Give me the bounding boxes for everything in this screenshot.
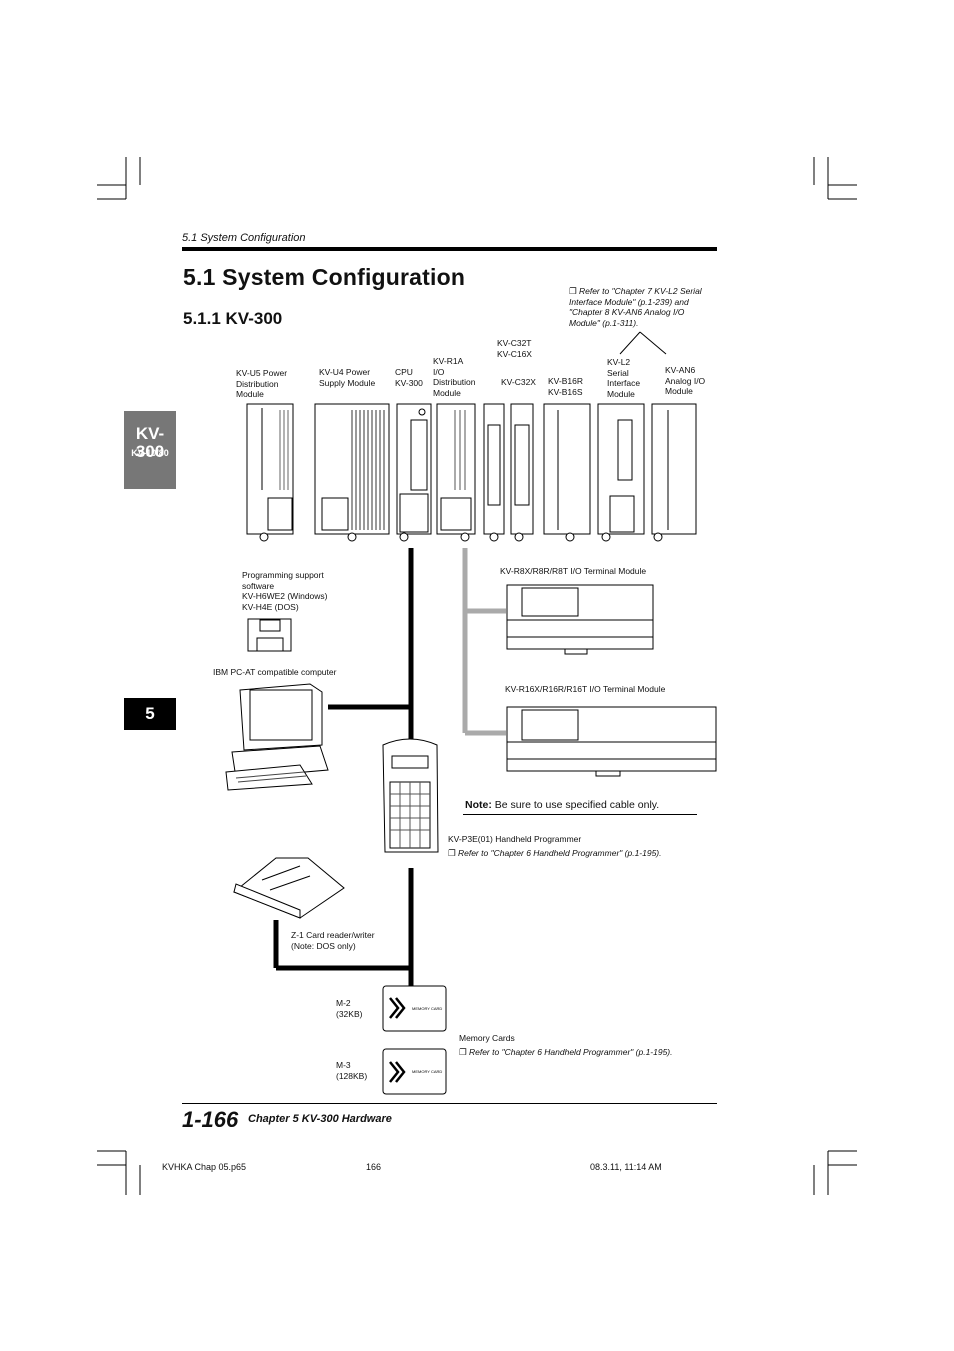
module-row [246,403,697,542]
card-reader-label: Z-1 Card reader/writer (Note: DOS only) [291,930,375,951]
module-label-kv-b16r: KV-B16R KV-B16S [548,376,583,397]
software-label: Programming support software KV-H6WE2 (W… [242,570,328,612]
module-kv-u4 [314,403,390,542]
footer-chapter: Chapter 5 KV-300 Hardware [248,1113,392,1125]
card-reader-icon [233,857,345,919]
module-kv-b16r [543,403,591,542]
footer-page: 166 [366,1162,382,1172]
module-cpu [396,403,432,542]
reference-note: ❐ Refer to "Chapter 7 KV-L2 Serial Inter… [569,286,702,328]
page-number: 1-166 [182,1107,239,1132]
module-label-kv-c32t: KV-C32T KV-C16X [497,338,532,359]
chapter-tab: 5 [124,698,176,730]
module-label-kv-l2: KV-L2 Serial Interface Module [607,357,641,399]
module-kv-c32x [510,403,534,542]
footer-rule [182,1103,717,1104]
module-label-cpu: CPU KV-300 [395,367,423,388]
side-tab-sub: KV-10/80 [131,448,169,458]
computer-icon [225,683,329,791]
black-cable [273,548,414,990]
cable-note: Note: Be sure to use specified cable onl… [465,799,659,811]
memory-cards [382,985,447,1095]
handheld-programmer-icon [382,738,439,853]
footer-file: KVHKA Chap 05.p65 [162,1162,247,1172]
memory-card-m3 [382,1048,447,1095]
module-kv-c32t [483,403,505,542]
section-title: 5.1 System Configuration [183,264,466,290]
handheld-label: KV-P3E(01) Handheld Programmer [448,834,582,844]
terminal-module-16 [506,706,717,777]
memory-cards-reference: ❐ Refer to "Chapter 6 Handheld Programme… [459,1047,673,1057]
note-rule [463,814,697,815]
handheld-reference: ❐ Refer to "Chapter 6 Handheld Programme… [448,848,662,858]
crop-marks [97,157,857,1195]
module-label-kv-u5: KV-U5 Power Distribution Module [236,368,288,399]
card-text-m2: MEMORY CARD [412,1006,442,1011]
note-text: Be sure to use specified cable only. [491,799,660,811]
computer-label: IBM PC-AT compatible computer [213,667,337,677]
note-prefix: Note: [465,799,492,811]
terminal-module-8 [506,584,654,655]
gray-cable [462,548,506,736]
footer-timestamp: 08.3.11, 11:14 AM [590,1162,662,1172]
terminal-16-label: KV-R16X/R16R/R16T I/O Terminal Module [505,684,666,694]
subsection-title: 5.1.1 KV-300 [183,309,283,328]
module-kv-r1a [436,403,476,542]
card-text-m3: MEMORY CARD [412,1069,442,1074]
floppy-disk-icon [247,618,292,652]
module-kv-u5 [246,403,294,542]
module-label-kv-c32x: KV-C32X [501,377,536,387]
module-kv-an6 [651,403,697,542]
module-label-kv-u4: KV-U4 Power Supply Module [319,367,376,388]
module-kv-l2 [597,403,645,542]
memory-card-m3-label: M-3 (128KB) [336,1060,368,1081]
memory-card-m2 [382,985,447,1032]
side-tab-main: KV-300 [135,424,165,461]
module-label-kv-r1a: KV-R1A I/O Distribution Module [433,356,476,398]
reference-pointer [619,331,667,355]
terminal-8-label: KV-R8X/R8R/R8T I/O Terminal Module [500,566,647,576]
memory-card-m2-label: M-2 (32KB) [336,998,363,1019]
side-tab [124,411,176,489]
module-label-kv-an6: KV-AN6 Analog I/O Module [665,365,706,396]
header-section-label: 5.1 System Configuration [182,232,306,244]
header-rule [182,247,717,251]
memory-cards-label: Memory Cards [459,1033,515,1043]
cables [273,548,506,990]
